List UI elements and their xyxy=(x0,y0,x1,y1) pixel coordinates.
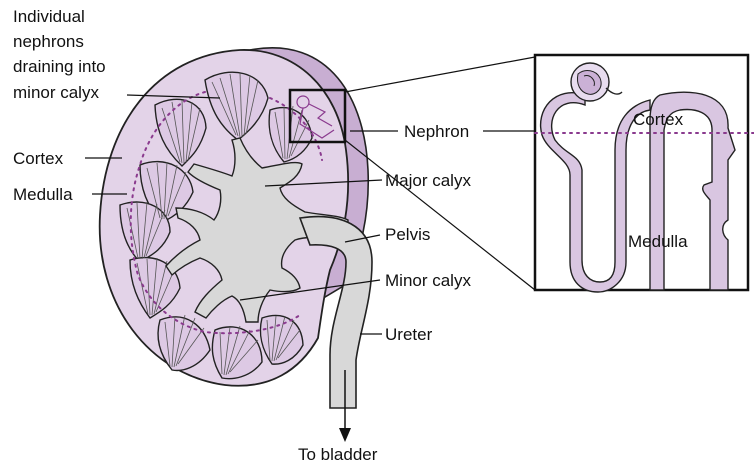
label-nephrons-line1: Individual xyxy=(13,7,85,26)
nephron-inset: Cortex Medulla xyxy=(535,55,754,292)
label-nephrons-line2: nephrons xyxy=(13,32,84,51)
label-nephrons-line4: minor calyx xyxy=(13,83,99,102)
label-pelvis: Pelvis xyxy=(385,225,430,244)
label-nephrons-line3: draining into xyxy=(13,57,106,76)
label-major-calyx: Major calyx xyxy=(385,171,471,190)
label-nephron: Nephron xyxy=(404,122,469,141)
label-to-bladder: To bladder xyxy=(298,445,378,464)
inset-medulla-label: Medulla xyxy=(628,232,688,251)
label-cortex: Cortex xyxy=(13,149,64,168)
label-minor-calyx: Minor calyx xyxy=(385,271,471,290)
inset-cortex-label: Cortex xyxy=(633,110,684,129)
arrowhead-down-icon xyxy=(339,428,351,442)
label-ureter: Ureter xyxy=(385,325,433,344)
kidney xyxy=(100,48,372,442)
label-medulla: Medulla xyxy=(13,185,73,204)
